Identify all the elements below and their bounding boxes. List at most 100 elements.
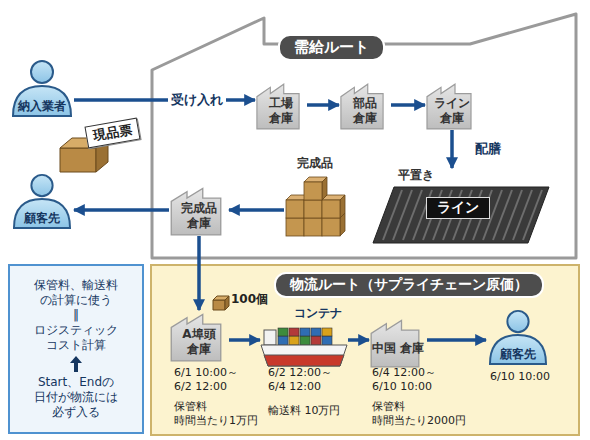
node-text: 保管料、輸送料 の計算に使う bbox=[15, 278, 137, 308]
warehouse-box: 部品 倉庫 bbox=[339, 80, 391, 130]
label-holder: 6/10 10:00 bbox=[490, 370, 576, 384]
warehouse-box: 工場 倉庫 bbox=[255, 80, 307, 130]
conveyor-roller bbox=[513, 190, 532, 240]
production-line: 平置きライン bbox=[372, 168, 550, 244]
schedule-label: 保管料 時間当たり2000円 bbox=[372, 400, 480, 428]
container bbox=[300, 336, 310, 345]
node-text: 完成品 倉庫 bbox=[169, 201, 229, 231]
small-box-icon bbox=[213, 296, 229, 310]
schedule-label: 輸送料 10万円 bbox=[268, 404, 360, 418]
person-node: 顧客先 bbox=[10, 172, 74, 230]
container bbox=[322, 336, 332, 345]
flow-arrow bbox=[229, 208, 284, 212]
flow-arrow bbox=[427, 338, 486, 342]
schedule-label: 6/4 12:00～ 6/10 10:00 bbox=[372, 366, 448, 394]
node-text: コンテナ bbox=[294, 306, 348, 321]
flow-arrow bbox=[348, 338, 369, 342]
person-node: 顧客先 bbox=[486, 308, 550, 366]
ship-hull bbox=[261, 345, 347, 366]
box-front bbox=[286, 218, 304, 236]
node-text: ライン bbox=[426, 197, 490, 219]
person-head bbox=[31, 175, 52, 196]
container bbox=[278, 328, 288, 336]
box-front bbox=[322, 200, 340, 218]
ship-hull-band bbox=[264, 355, 344, 366]
flow-arrow bbox=[74, 98, 255, 102]
container bbox=[289, 328, 299, 336]
conveyor-base bbox=[373, 187, 549, 243]
ship-bridge bbox=[264, 330, 276, 345]
flow-arrow bbox=[307, 103, 339, 107]
node-text: ライン 倉庫 bbox=[425, 96, 479, 126]
container-ship bbox=[260, 322, 348, 368]
factory-wall bbox=[152, 14, 576, 258]
product-stack: 完成品 bbox=[284, 156, 346, 238]
label-holder: 6/2 12:00～ 6/4 12:00 bbox=[268, 366, 340, 394]
label-holder: 6/4 12:00～ 6/10 10:00 bbox=[372, 366, 448, 394]
node-text: 中国 倉庫 bbox=[372, 341, 424, 356]
node-text: 現品票 bbox=[84, 118, 140, 149]
band-ground bbox=[151, 265, 579, 435]
node-text: Start、Endの 日付が物流には 必ず入る bbox=[15, 375, 137, 420]
node-text: 部品 倉庫 bbox=[339, 96, 391, 126]
node-text: A埠頭 倉庫 bbox=[169, 327, 229, 357]
box-front bbox=[213, 300, 225, 310]
container bbox=[278, 336, 288, 345]
conveyor-roller bbox=[493, 190, 512, 240]
label-holder: 100個 bbox=[231, 292, 281, 307]
warehouse-box: 中国 倉庫 bbox=[369, 316, 427, 368]
box-front bbox=[304, 200, 322, 218]
person-head bbox=[31, 61, 53, 83]
schedule-label: 6/10 10:00 bbox=[490, 370, 576, 384]
schedule-label: 6/2 12:00～ 6/4 12:00 bbox=[268, 366, 340, 394]
ship-node: コンテナ bbox=[260, 306, 348, 368]
node-text: 完成品 bbox=[297, 156, 333, 171]
edge-label: 受け入れ bbox=[168, 92, 226, 108]
box-side bbox=[322, 177, 327, 200]
warehouse-box: ライン 倉庫 bbox=[425, 80, 479, 130]
flow-arrow bbox=[450, 130, 454, 168]
schedule-label: 保管料 時間当たり1万円 bbox=[174, 400, 266, 428]
conveyor-roller bbox=[393, 190, 412, 240]
region-title: 需給ルート bbox=[278, 34, 385, 61]
up-arrow-shape bbox=[70, 356, 82, 372]
factory-region: 需給ルート工場 倉庫 部品 倉庫 ライン 倉庫完成品平置きライン 完成品 倉庫 bbox=[150, 8, 578, 260]
container bbox=[311, 336, 321, 345]
note-box: 保管料、輸送料 の計算に使う‖ロジスティック コスト計算 Start、Endの 日… bbox=[8, 264, 144, 434]
schedule-label: 6/1 10:00～ 6/2 12:00 bbox=[174, 366, 246, 394]
node-text: ‖ bbox=[15, 308, 137, 323]
node-text: 顧客先 bbox=[24, 211, 60, 230]
label-holder: 6/1 10:00～ 6/2 12:00 bbox=[174, 366, 246, 394]
label-holder: 保管料 時間当たり1万円 bbox=[174, 400, 266, 428]
box-side bbox=[340, 195, 345, 218]
box-front bbox=[286, 200, 304, 218]
warehouse-box: A埠頭 倉庫 bbox=[169, 310, 229, 362]
product-boxes bbox=[284, 174, 346, 238]
node-text: 顧客先 bbox=[500, 347, 536, 366]
flow-arrow bbox=[229, 338, 260, 342]
label-holder: 保管料 時間当たり2000円 bbox=[372, 400, 480, 428]
conveyor-roller bbox=[523, 190, 542, 240]
conveyor-roller bbox=[383, 190, 402, 240]
up-arrow bbox=[69, 355, 83, 373]
edge-label-holder: 受け入れ bbox=[168, 92, 226, 108]
container bbox=[289, 336, 299, 345]
label-holder: 輸送料 10万円 bbox=[268, 404, 360, 418]
box-front bbox=[304, 182, 322, 200]
tag-node: 現品票 bbox=[56, 120, 144, 174]
flow-arrow bbox=[74, 208, 169, 212]
edge-label-holder: 配膳 bbox=[472, 141, 504, 157]
node-text: ロジスティック コスト計算 bbox=[15, 323, 137, 353]
container bbox=[322, 328, 332, 336]
container bbox=[300, 328, 310, 336]
conveyor-roller bbox=[503, 190, 522, 240]
node-text: 工場 倉庫 bbox=[255, 96, 307, 126]
person-head bbox=[507, 311, 528, 332]
container bbox=[311, 328, 321, 336]
node-text: 平置き bbox=[398, 168, 550, 183]
person-node: 納入業者 bbox=[10, 58, 74, 118]
node-text: 納入業者 bbox=[18, 99, 66, 118]
conveyor-roller bbox=[403, 190, 422, 240]
edge-label: 配膳 bbox=[472, 141, 504, 157]
quantity-label: 100個 bbox=[231, 292, 281, 307]
